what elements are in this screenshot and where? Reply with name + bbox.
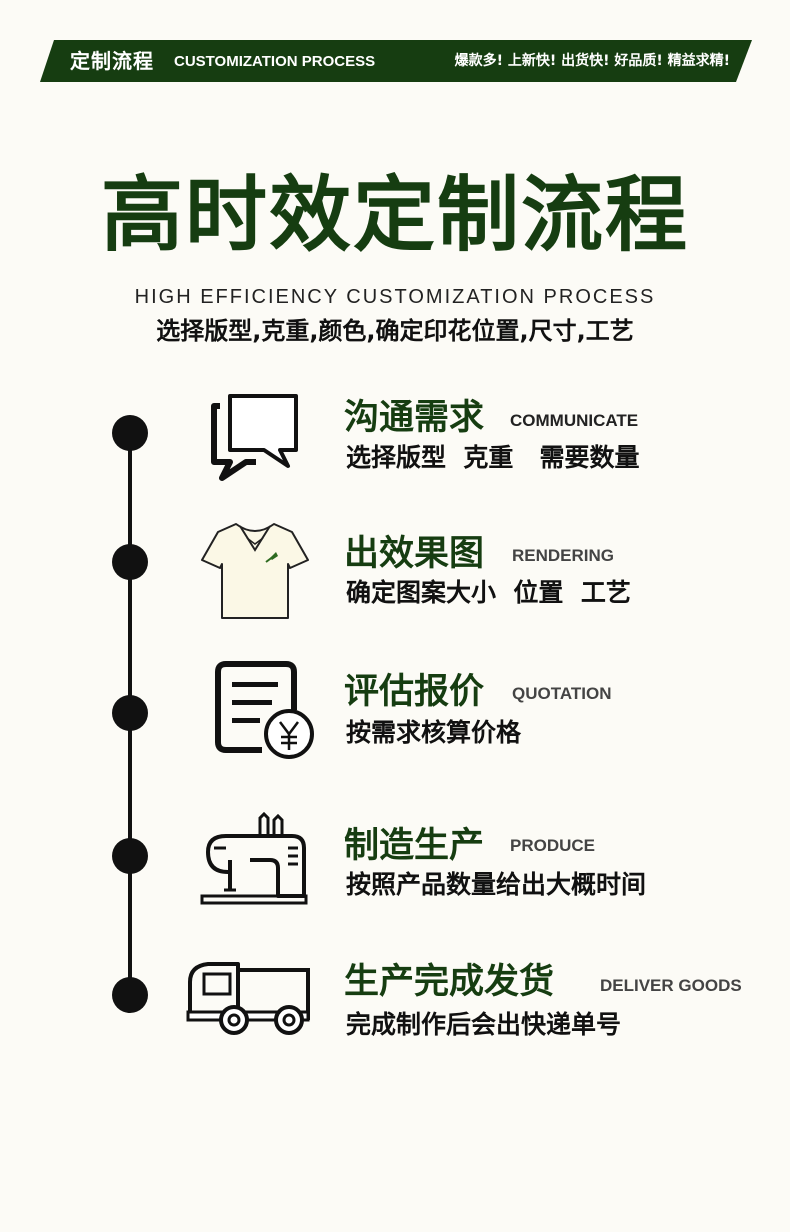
banner-title: 定制流程 [70,49,154,73]
step-en-communicate: COMMUNICATE [510,411,639,430]
step-en-quotation: QUOTATION [512,684,612,703]
page-subtitle-cn: 选择版型,克重,颜色,确定印花位置,尺寸,工艺 [156,317,634,345]
step-title-produce: 制造生产 [344,826,485,866]
invoice-yen-icon [212,660,318,766]
step-desc-quotation: 按需求核算价格 [346,718,522,747]
step-en-deliver: DELIVER GOODS [600,976,742,995]
chat-bubbles-icon [206,392,302,488]
delivery-truck-icon [186,960,312,1040]
banner-slogan: 爆款多! 上新快! 出货快! 好品质! 精益求精! [454,53,730,69]
polo-shirt-icon [200,520,310,624]
sewing-machine-icon [200,811,310,912]
header-banner: 定制流程 CUSTOMIZATION PROCESS 爆款多! 上新快! 出货快… [40,40,752,82]
banner-subtitle: CUSTOMIZATION PROCESS [174,53,376,70]
banner-background [40,40,752,82]
page-title: 高时效定制流程 [100,168,689,263]
timeline-dot-1 [112,415,148,451]
step-desc-communicate: 选择版型 克重 需要数量 [346,443,640,472]
timeline-dot-4 [112,838,148,874]
step-title-deliver: 生产完成发货 [344,962,555,1002]
page-subtitle-en: HIGH EFFICIENCY CUSTOMIZATION PROCESS [134,286,656,308]
step-title-rendering: 出效果图 [344,534,485,574]
step-desc-rendering: 确定图案大小 位置 工艺 [346,578,631,607]
step-en-rendering: RENDERING [512,546,615,565]
step-title-communicate: 沟通需求 [344,398,485,438]
timeline-dot-2 [112,544,148,580]
timeline-dot-3 [112,695,148,731]
step-desc-produce: 按照产品数量给出大概时间 [346,870,647,899]
step-en-produce: PRODUCE [510,836,596,855]
step-title-quotation: 评估报价 [344,672,485,712]
timeline-dot-5 [112,977,148,1013]
step-desc-deliver: 完成制作后会出快递单号 [346,1010,622,1039]
